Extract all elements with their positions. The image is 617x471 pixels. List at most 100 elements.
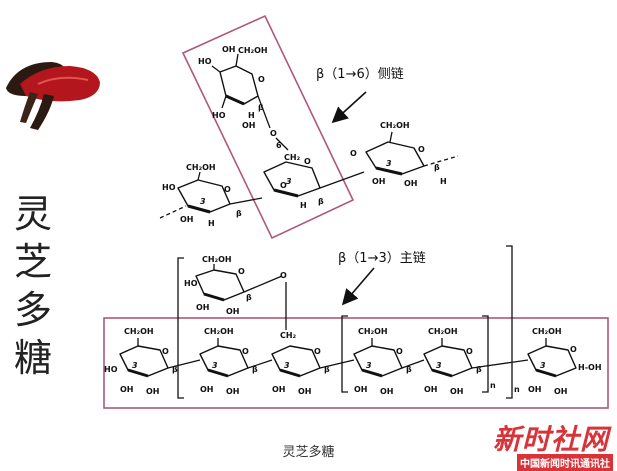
svg-text:OH: OH: [222, 45, 236, 54]
svg-text:OH: OH: [528, 385, 542, 394]
svg-text:H: H: [248, 111, 255, 120]
svg-text:3: 3: [200, 197, 206, 206]
side-title-char: 糖: [13, 336, 52, 380]
main-chain-glucose-3: OH OH O 3 β: [271, 345, 355, 396]
svg-text:O: O: [570, 345, 577, 354]
svg-text:β: β: [476, 365, 482, 374]
svg-text:OH: OH: [120, 385, 134, 394]
svg-text:β: β: [246, 293, 252, 302]
svg-text:HO: HO: [184, 279, 198, 288]
svg-text:O: O: [162, 347, 169, 356]
watermark-subtitle: 中国新闻时讯通讯社: [517, 454, 613, 471]
svg-text:O: O: [270, 129, 277, 138]
svg-text:O: O: [242, 347, 249, 356]
svg-text:OH: OH: [554, 387, 568, 396]
svg-text:O: O: [418, 145, 425, 154]
svg-text:HO: HO: [104, 365, 118, 374]
svg-text:OH: OH: [272, 385, 286, 394]
svg-text:3: 3: [212, 361, 218, 370]
svg-text:OH: OH: [380, 387, 394, 396]
svg-text:CH₂: CH₂: [284, 153, 301, 162]
side-title: 灵 芝 多 糖: [8, 190, 58, 382]
main-chain-glucose-2: CH₂OH OH OH O 3 β: [199, 327, 273, 396]
main-chain-arrow: [341, 267, 375, 306]
svg-text:n: n: [514, 385, 520, 394]
main-chain-glucose-end: CH₂OH OH OH O 3 H-OH: [527, 327, 602, 396]
main-chain-glucose-1: CH₂OH HO OH OH O 3 β: [104, 327, 201, 396]
svg-text:3: 3: [436, 361, 442, 370]
svg-text:OH: OH: [298, 387, 312, 396]
svg-text:OH: OH: [424, 385, 438, 394]
repeat-brackets: n n: [177, 245, 520, 399]
svg-text:3: 3: [132, 361, 138, 370]
svg-text:β: β: [258, 103, 264, 112]
side-chain-label: β（1→6）侧链: [316, 67, 404, 82]
backbone-glucose-middle: O O 3 β H: [263, 157, 365, 210]
svg-text:O: O: [396, 347, 403, 356]
svg-text:CH₂OH: CH₂OH: [532, 327, 562, 336]
svg-text:O: O: [304, 157, 311, 166]
svg-text:β: β: [324, 365, 330, 374]
svg-text:β: β: [236, 209, 242, 218]
svg-text:CH₂OH: CH₂OH: [358, 327, 388, 336]
branch-glucose: CH₂OH HO OH OH O β O CH₂: [184, 255, 297, 340]
svg-text:β: β: [172, 365, 178, 374]
svg-text:O: O: [238, 267, 245, 276]
backbone-glucose-right: CH₂OH O OH 3 O β OH H: [350, 121, 459, 188]
svg-text:β: β: [252, 365, 258, 374]
svg-text:HO: HO: [198, 57, 212, 66]
svg-text:CH₂OH: CH₂OH: [380, 121, 410, 130]
backbone-glucose-left: CH₂OH HO OH H O 3 β: [159, 163, 263, 228]
side-chain-arrow: [331, 91, 367, 124]
main-chain-glucose-4: CH₂OH OH OH O 3 β: [353, 327, 425, 396]
svg-text:H-OH: H-OH: [578, 363, 602, 372]
watermark-logo: 新时社网: [492, 423, 609, 456]
side-chain-glucose: CH₂OH HO HO OH OH O β H O CH₂ 6: [198, 45, 301, 162]
svg-text:OH: OH: [196, 303, 210, 312]
svg-text:3: 3: [540, 361, 546, 370]
svg-text:H: H: [440, 177, 447, 186]
svg-text:OH: OH: [146, 387, 160, 396]
lingzhi-mushroom-icon: [6, 62, 100, 130]
svg-text:H: H: [208, 219, 215, 228]
svg-text:β: β: [318, 197, 324, 206]
svg-text:OH: OH: [226, 387, 240, 396]
svg-text:OH: OH: [404, 179, 418, 188]
svg-text:OH: OH: [354, 385, 368, 394]
svg-text:H: H: [300, 201, 307, 210]
svg-text:O: O: [350, 149, 357, 158]
svg-text:OH: OH: [180, 215, 194, 224]
main-chain-glucose-5: CH₂OH OH OH O 3 β: [423, 327, 529, 396]
svg-text:n: n: [490, 381, 496, 390]
svg-text:3: 3: [286, 177, 292, 186]
svg-text:CH₂OH: CH₂OH: [186, 163, 216, 172]
svg-text:CH₂OH: CH₂OH: [428, 327, 458, 336]
side-chain-frame: [181, 14, 355, 240]
svg-text:O: O: [280, 181, 287, 190]
watermark: 新时社网 中国新闻时讯通讯社: [473, 418, 613, 471]
svg-text:OH: OH: [226, 307, 240, 316]
side-title-char: 多: [13, 288, 52, 332]
svg-text:3: 3: [284, 361, 290, 370]
image-caption: 灵芝多糖: [282, 445, 335, 460]
svg-text:6: 6: [276, 141, 282, 150]
svg-text:HO: HO: [212, 111, 226, 120]
svg-text:3: 3: [366, 361, 372, 370]
svg-text:OH: OH: [200, 385, 214, 394]
svg-text:O: O: [224, 185, 231, 194]
svg-text:CH₂OH: CH₂OH: [202, 255, 232, 264]
svg-text:OH: OH: [450, 387, 464, 396]
svg-text:O: O: [466, 347, 473, 356]
side-title-char: 灵: [13, 192, 52, 236]
svg-text:3: 3: [386, 159, 392, 168]
svg-text:CH₂OH: CH₂OH: [124, 327, 154, 336]
svg-text:O: O: [258, 75, 265, 84]
svg-text:HO: HO: [162, 183, 176, 192]
svg-text:CH₂: CH₂: [280, 331, 297, 340]
main-chain-label: β（1→3）主链: [338, 251, 426, 266]
svg-text:O: O: [280, 271, 287, 280]
svg-text:β: β: [406, 365, 412, 374]
svg-text:O: O: [314, 347, 321, 356]
svg-text:CH₂OH: CH₂OH: [238, 46, 268, 55]
